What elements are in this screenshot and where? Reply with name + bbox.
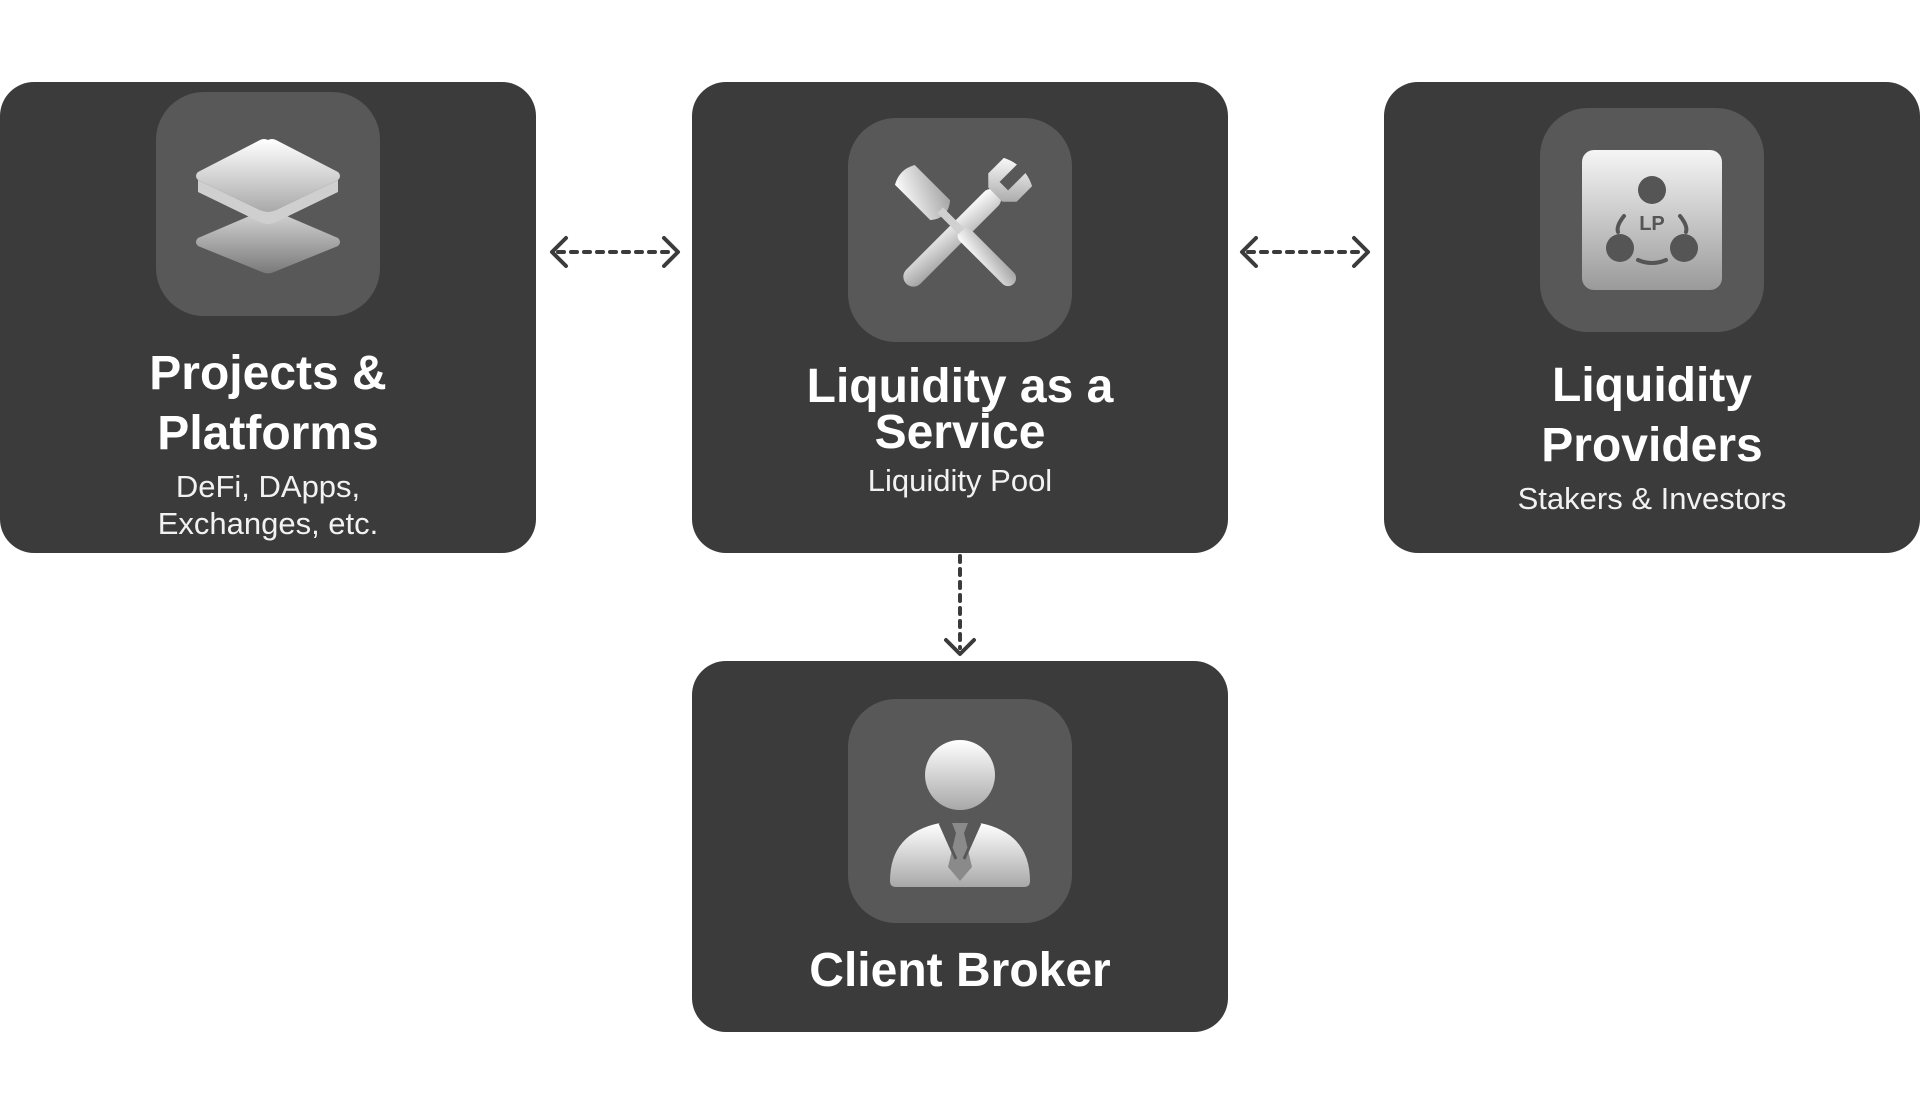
person-icon: [890, 740, 1030, 887]
tools-icon: [894, 157, 1033, 287]
card-subtitle: Stakers & Investors: [1517, 481, 1787, 516]
liquidity-pool-icon: LP: [1582, 150, 1722, 290]
card-title: Liquidity Providers: [1541, 359, 1763, 472]
card-projects-platforms: Projects & Platforms DeFi, DApps, Exchan…: [0, 82, 536, 553]
arrow-laas-providers: [1240, 236, 1370, 268]
arrow-projects-laas: [550, 236, 680, 268]
lp-label: LP: [1639, 213, 1665, 235]
card-title: Projects & Platforms: [149, 347, 387, 460]
card-title: Client Broker: [809, 944, 1111, 997]
icon-tile: [848, 118, 1072, 342]
icon-tile: LP: [1540, 108, 1764, 332]
card-liquidity-as-a-service: Liquidity as a Service Liquidity Pool: [692, 82, 1228, 553]
card-title: Liquidity as a Service: [806, 360, 1114, 459]
card-liquidity-providers: LP Liquidity Providers Stakers & Investo…: [1384, 82, 1920, 553]
card-subtitle: Liquidity Pool: [867, 463, 1053, 498]
icon-tile: [156, 92, 380, 316]
layers-icon: [196, 139, 340, 274]
arrow-laas-broker: [944, 554, 976, 656]
icon-tile: [848, 699, 1072, 923]
card-subtitle: DeFi, DApps, Exchanges, etc.: [157, 469, 379, 541]
card-client-broker: Client Broker: [692, 661, 1228, 1032]
